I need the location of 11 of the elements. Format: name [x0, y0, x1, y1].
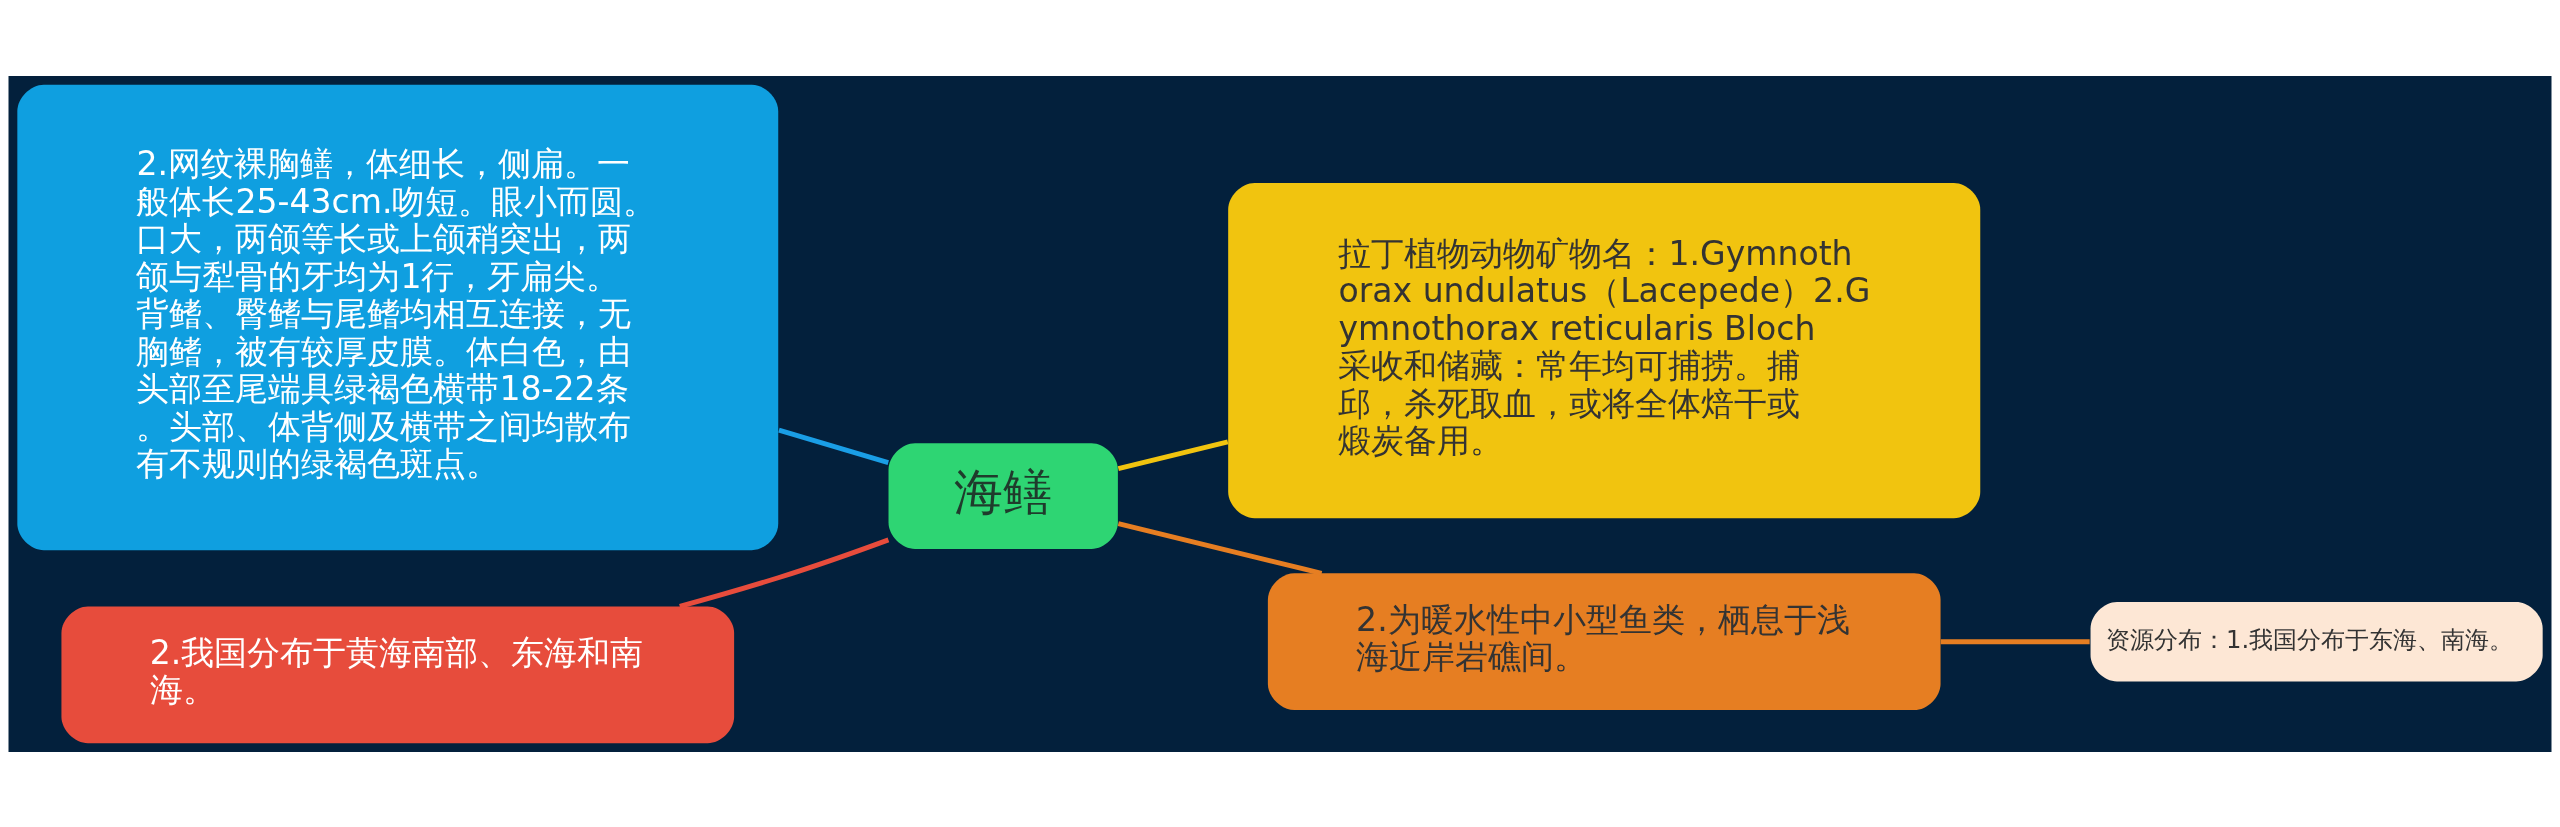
node-box: 2.为暖水性中小型鱼类，栖息于浅海近岸岩礁间。: [1267, 572, 1941, 710]
connector: [679, 537, 890, 609]
node-box: 海鳝: [888, 442, 1118, 549]
connector: [1117, 520, 1323, 576]
connector: [1117, 439, 1229, 471]
node-box: 2.我国分布于黄海南部、东海和南海。: [61, 605, 735, 743]
node-box: 资源分布：1.我国分布于东海、南海。: [2090, 601, 2543, 681]
node-box: 拉丁植物动物矿物名：1.Gymnothorax undulatus（Lacepede）2.Gymnothorax reticularis Bloch采收和储藏：常年均可捕捞。捕邱，杀死取血，或将全体焙干或煅炭备用。: [1228, 182, 1981, 518]
connector: [1940, 638, 2090, 644]
node-box: 2.网纹裸胸鳝，体细长，侧扁。一般体长25-43cm.吻短。眼小而圆。口大，两颌等长或上颌稍突出，两颌与犁骨的牙均为1行，牙扁尖。背鳍、臀鳍与尾鳍均相互连接，无胸鳍，被有较厚皮膜。体白色，由头部至尾端具绿褐色横带18-22条。头部、体背侧及横带之间均散布有不规则的绿褐色斑点。: [17, 84, 779, 550]
connector: [778, 427, 889, 465]
